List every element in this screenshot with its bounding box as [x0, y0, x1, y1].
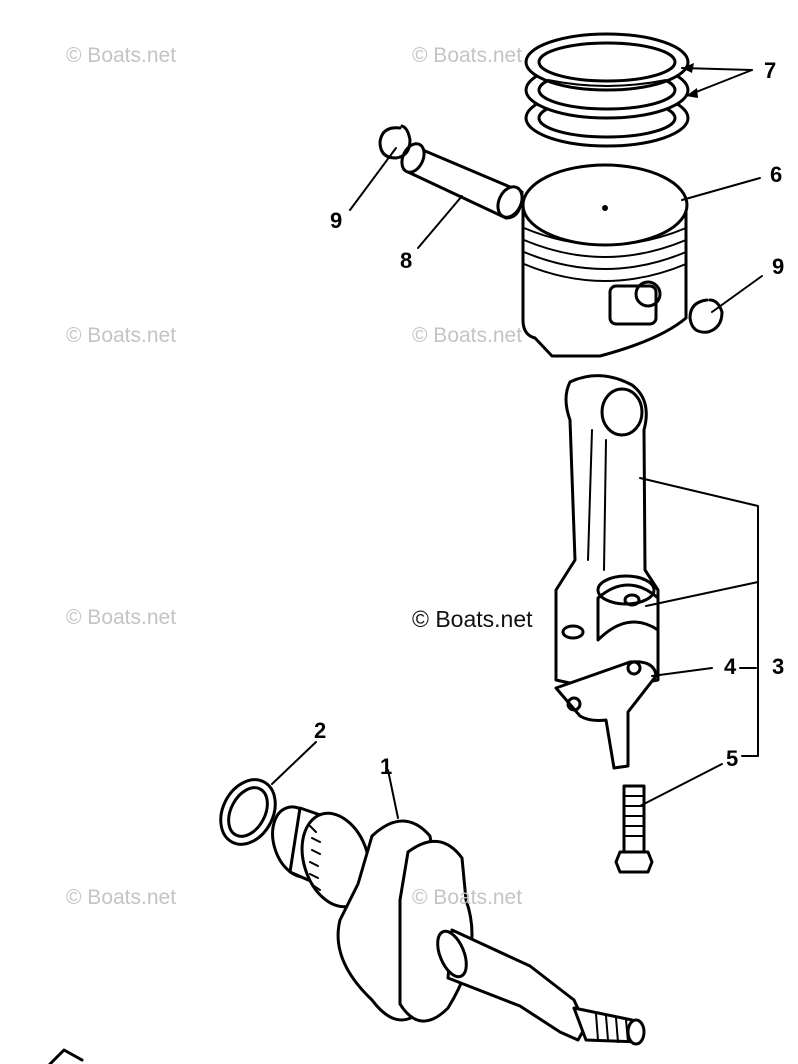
callout-6: 6: [770, 162, 783, 187]
callout-5: 5: [726, 746, 739, 771]
piston-pin: [400, 142, 524, 220]
piston: [521, 163, 689, 358]
oil-seal: [219, 778, 277, 846]
watermark: © Boats.net: [412, 44, 523, 67]
watermark: © Boats.net: [412, 324, 523, 347]
callout-3: 3: [772, 654, 785, 679]
callout-2: 2: [314, 718, 327, 743]
corner-fragment: [48, 1048, 84, 1064]
oil-dipper: [554, 660, 658, 770]
leader-lines: [271, 63, 763, 819]
callout-8: 8: [400, 248, 413, 273]
callout-9-upper: 9: [330, 208, 343, 233]
callout-9-right: 9: [772, 254, 785, 279]
crankshaft: [271, 805, 646, 1046]
watermark: © Boats.net: [66, 44, 177, 67]
center-watermark: © Boats.net: [412, 606, 533, 632]
watermark: © Boats.net: [412, 886, 523, 909]
callout-4: 4: [724, 654, 737, 679]
callout-1: 1: [380, 754, 393, 779]
callout-7: 7: [764, 58, 777, 83]
watermark: © Boats.net: [66, 886, 177, 909]
connecting-rod: [554, 374, 660, 692]
piston-rings: [524, 32, 690, 148]
watermark: © Boats.net: [66, 606, 177, 629]
rod-bolt: [614, 784, 654, 874]
watermark: © Boats.net: [66, 324, 177, 347]
